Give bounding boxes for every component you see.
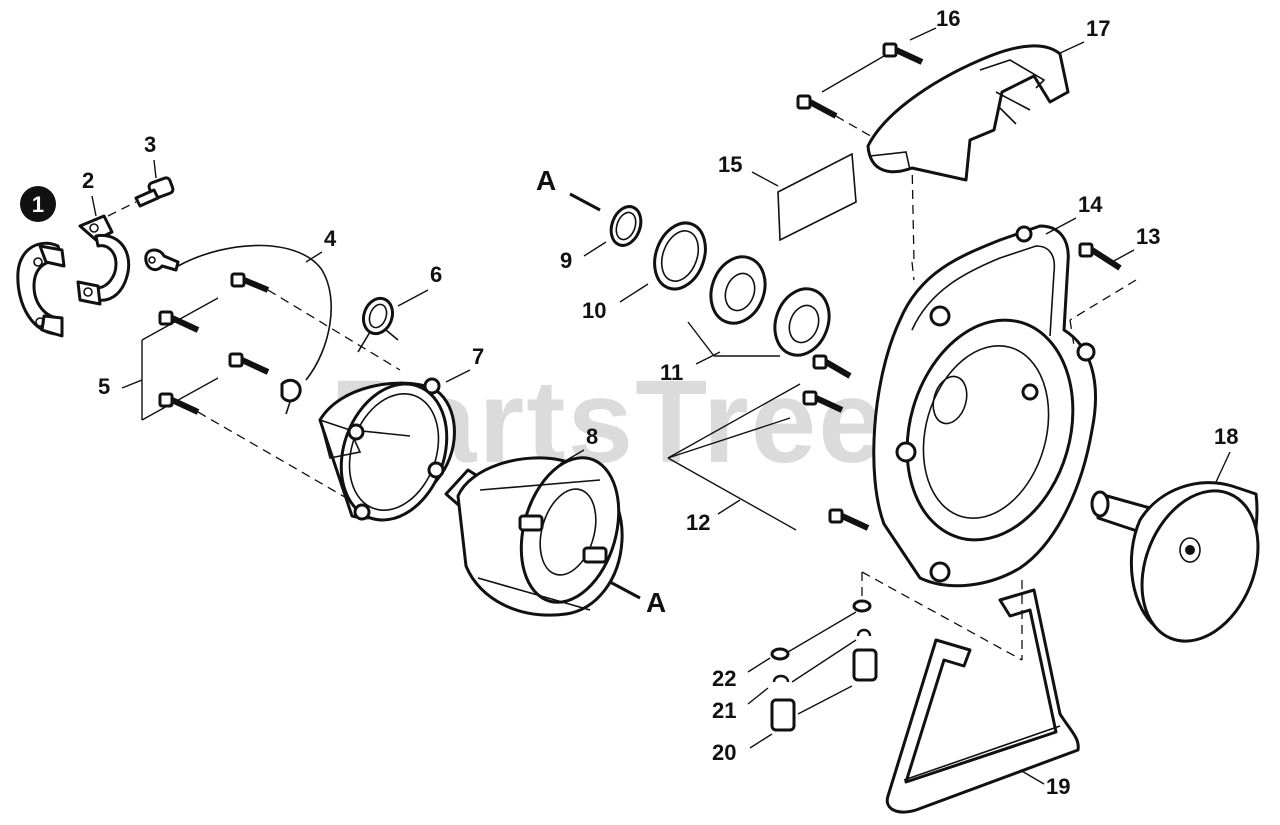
label-6: 6 [430,262,442,287]
label-9: 9 [560,248,572,273]
label-10: 10 [582,298,606,323]
part-1-clamp-half [16,241,66,338]
label-21: 21 [712,698,736,723]
part-13-screw [1069,242,1137,347]
part-19-stand [885,588,1080,814]
label-7: 7 [472,344,484,369]
part-4-ground-wire [144,244,332,415]
label-a-top: A [536,165,556,196]
part-11-bearings [687,255,831,357]
label-2: 2 [82,168,94,193]
label-4: 4 [324,226,337,251]
part-14-housing [872,224,1097,588]
part-3-screw [107,176,175,217]
part-16-screws [796,27,937,263]
label-a-bottom: A [646,587,666,618]
label-20: 20 [712,740,736,765]
part-7-cover [318,377,456,522]
part-6-spring [357,296,399,353]
label-5: 5 [98,374,110,399]
part-18-drum [1090,481,1260,643]
part-20-22-hardware [770,571,1023,732]
label-14: 14 [1078,192,1103,217]
label-19: 19 [1046,774,1070,799]
label-12: 12 [686,510,710,535]
label-16: 16 [936,6,960,31]
part-2-clamp-half [76,214,131,306]
label-11: 11 [660,360,683,385]
part-12-screws [667,354,870,531]
part-5-screws [141,272,401,501]
svg-text:1: 1 [32,192,44,217]
label-22: 22 [712,666,736,691]
part-15-label [777,152,857,242]
part-8-hub [444,456,624,617]
label-3: 3 [144,132,156,157]
part-17-top-cover [866,44,1070,182]
part-10-retaining-ring [653,221,707,291]
part-9-snap-ring [609,205,643,247]
label-13: 13 [1136,224,1160,249]
label-8: 8 [586,424,598,449]
label-17: 17 [1086,16,1110,41]
badge-1: 1 [20,186,56,222]
label-15: 15 [718,152,742,177]
label-18: 18 [1214,424,1238,449]
